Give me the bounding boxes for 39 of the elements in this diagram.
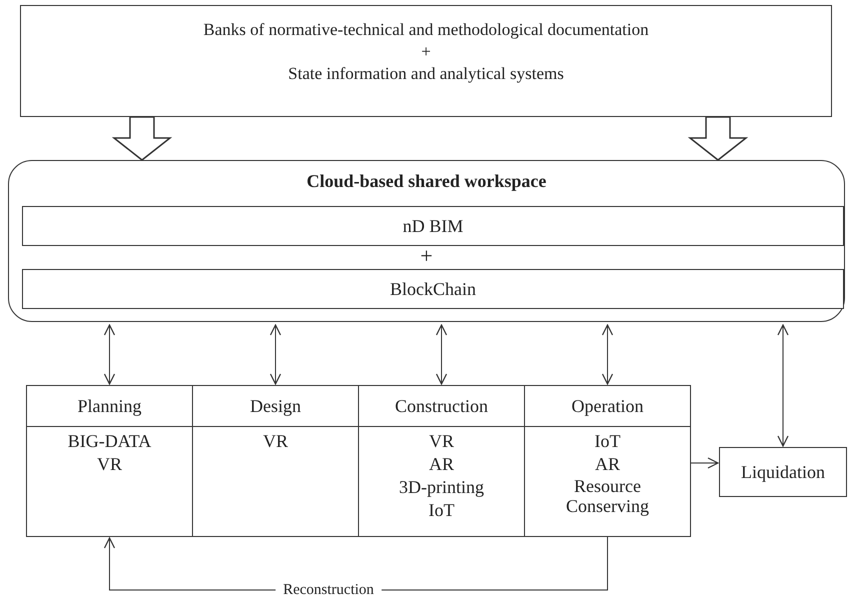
technology-item: IoT xyxy=(428,499,456,521)
technology-item: VR xyxy=(262,430,289,452)
layer-box xyxy=(22,269,844,309)
double-arrow xyxy=(777,324,789,447)
double-arrow xyxy=(602,324,614,385)
column-header: Construction xyxy=(395,396,488,416)
technology-item: VR xyxy=(96,453,123,475)
node-text: State information and analytical systems xyxy=(287,64,565,84)
column-header: Design xyxy=(250,396,301,416)
stage-column xyxy=(192,385,359,537)
layer-box xyxy=(22,206,844,246)
node-text: Banks of normative-technical and methodological documentation xyxy=(202,20,650,40)
process-box xyxy=(719,447,847,497)
plus-sign: + xyxy=(419,245,434,267)
container-title: Cloud-based shared workspace xyxy=(306,171,548,192)
technology-item: AR xyxy=(594,453,621,475)
plus-sign: + xyxy=(420,42,432,62)
column-header: Planning xyxy=(77,396,142,416)
technology-item: AR xyxy=(428,453,455,475)
double-arrow xyxy=(104,324,116,385)
node-text: Liquidation xyxy=(741,462,825,482)
technology-item: Resource Conserving xyxy=(565,476,650,516)
source-box xyxy=(20,5,832,117)
technology-item: VR xyxy=(428,430,455,452)
workspace-container xyxy=(8,160,845,322)
node-text: BlockChain xyxy=(390,278,476,300)
column-header: Operation xyxy=(572,396,644,416)
stage-column xyxy=(358,385,525,537)
double-arrow xyxy=(436,324,448,385)
technology-item: IoT xyxy=(594,430,622,452)
double-arrow xyxy=(270,324,282,385)
node-text: nD BIM xyxy=(402,216,464,236)
technology-item: 3D-printing xyxy=(398,476,485,498)
stage-column xyxy=(26,385,193,537)
block-arrow xyxy=(688,116,748,161)
technology-item: BIG-DATA xyxy=(66,430,152,452)
stage-column xyxy=(524,385,691,537)
block-arrow xyxy=(112,116,172,161)
arrow xyxy=(690,457,719,469)
